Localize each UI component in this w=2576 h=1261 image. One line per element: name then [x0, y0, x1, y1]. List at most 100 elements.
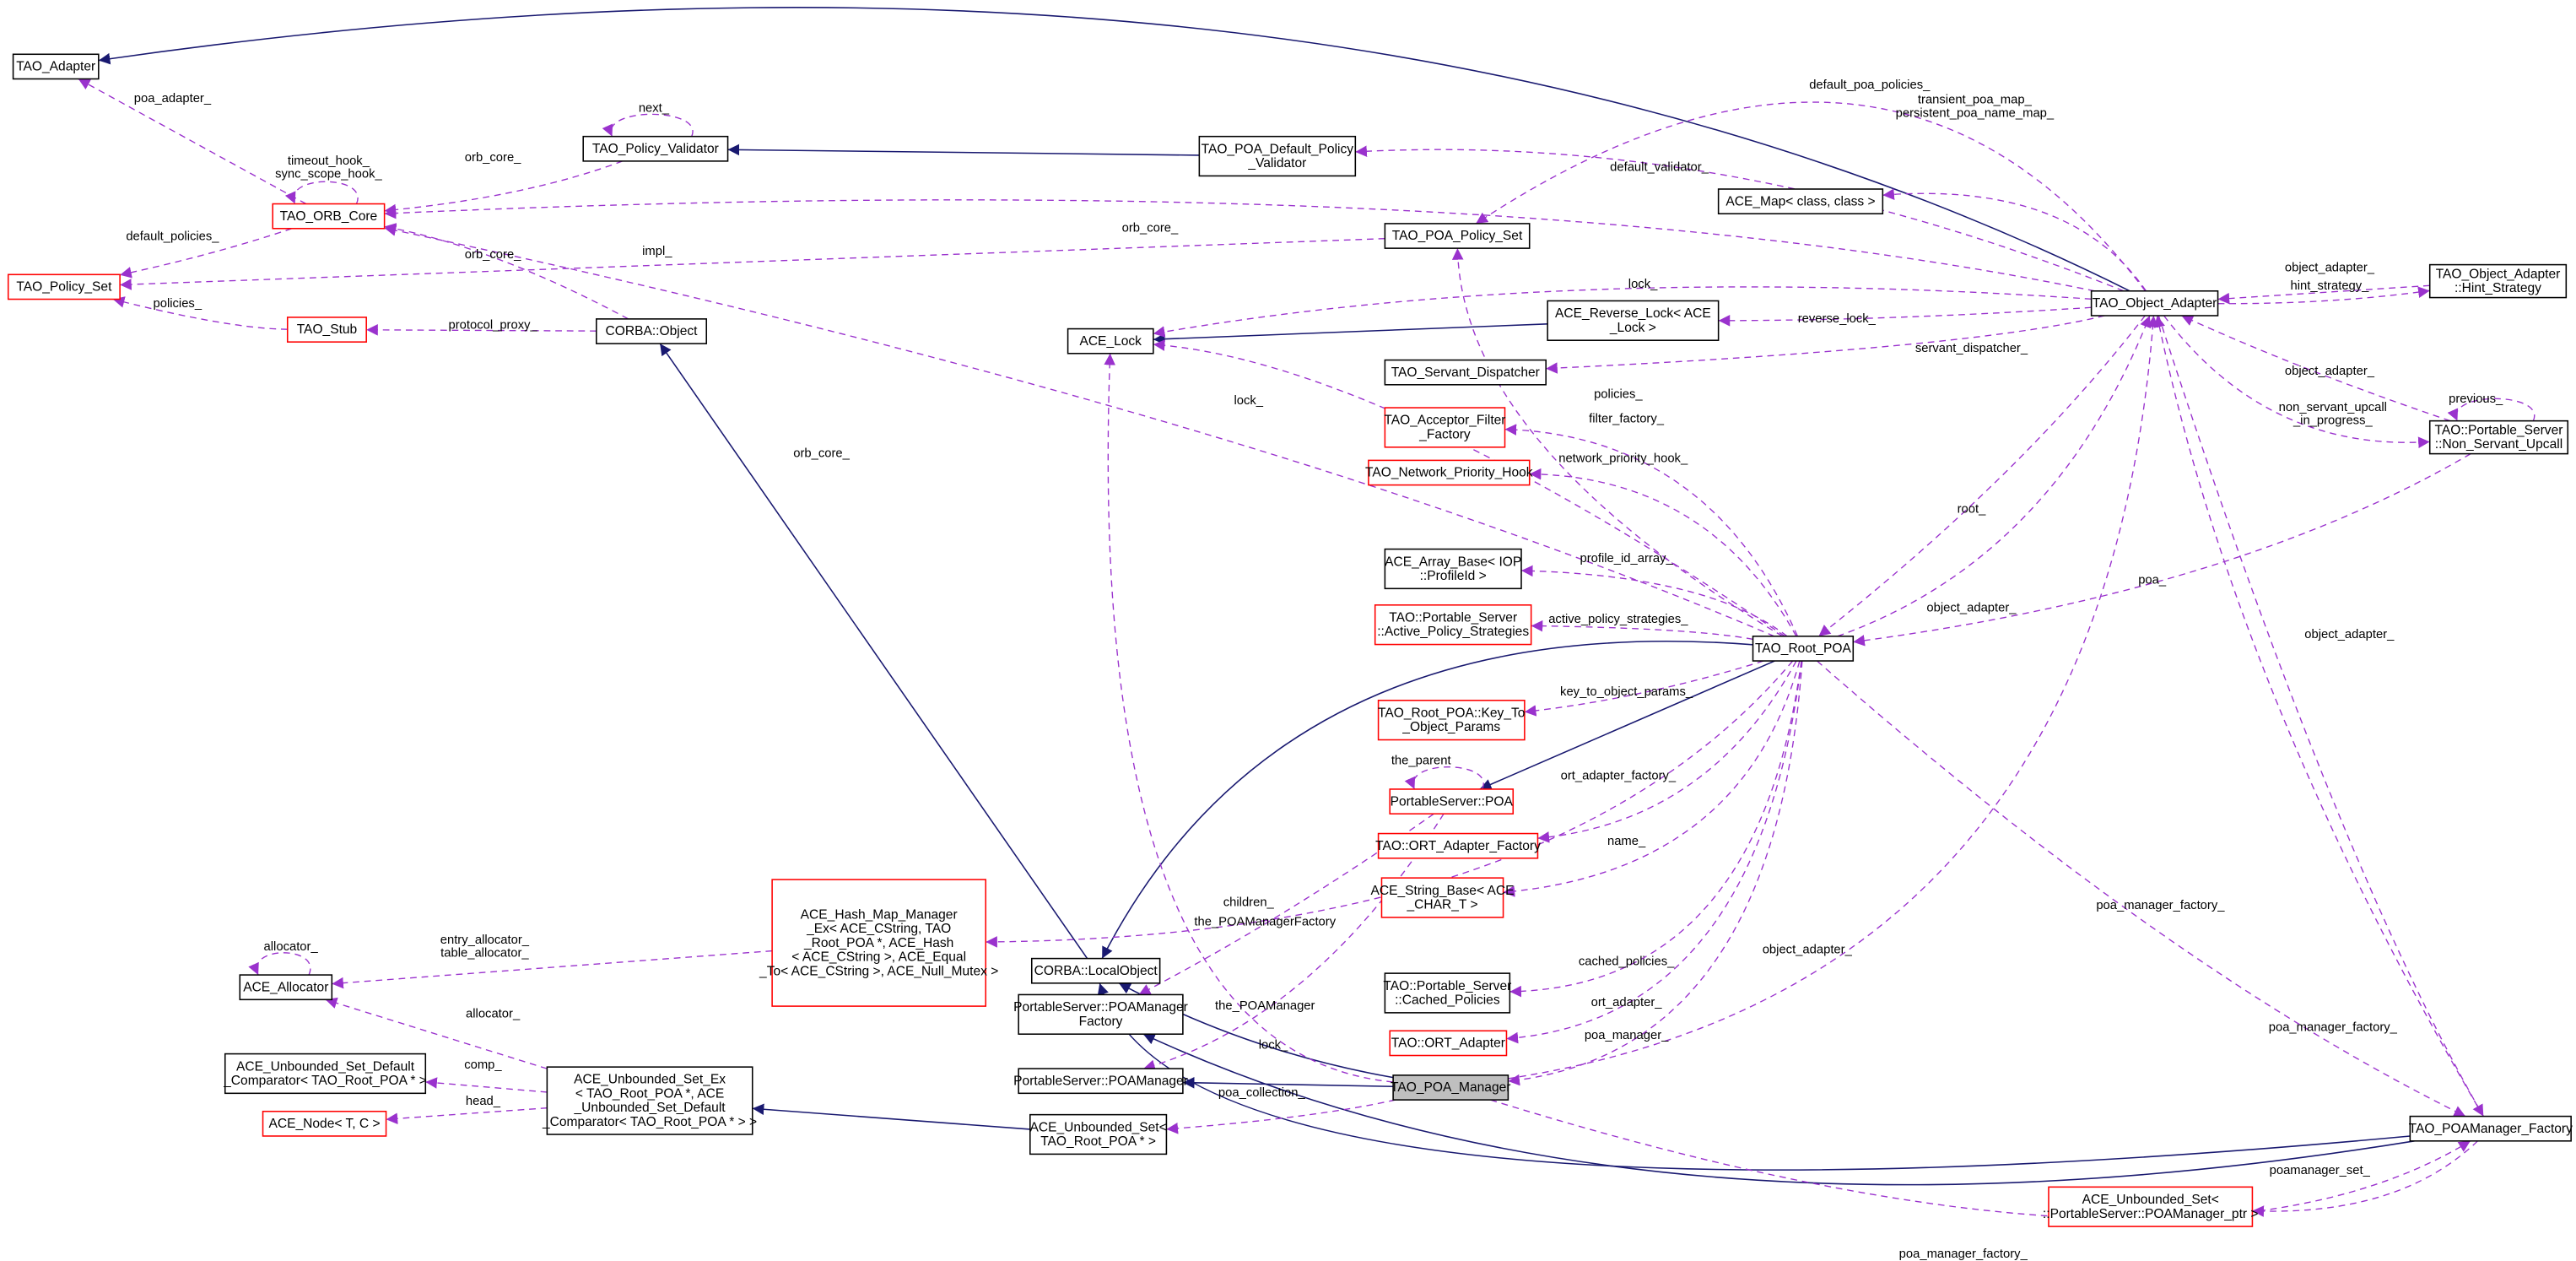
edge-label: the_POAManagerFactory — [1194, 916, 1336, 929]
node-box — [2409, 1115, 2572, 1142]
inheritance-edge — [727, 143, 1200, 156]
edge-label: object_adapter_ — [1926, 602, 2017, 615]
class-node-ps-poa[interactable]: PortableServer::POA — [1389, 788, 1515, 815]
node-box — [1030, 957, 1161, 984]
edge-label-line: table_allocator_ — [440, 947, 529, 961]
node-label: ::Cached_Policies — [1395, 993, 1500, 1008]
class-node-hash-map[interactable]: ACE_Hash_Map_Manager_Ex< ACE_CString, TA… — [759, 879, 998, 1007]
node-label: ACE_Array_Base< IOP — [1385, 555, 1521, 569]
node-box — [2428, 419, 2569, 455]
edge-label-line: orb_core_ — [465, 248, 521, 262]
node-label: ACE_Unbounded_Set< — [2082, 1193, 2219, 1207]
edge-label-line: name_ — [1607, 835, 1646, 848]
class-node-ps-poamanager[interactable]: PortableServer::POAManager — [1013, 1068, 1188, 1095]
usage-edge — [384, 223, 629, 320]
node-label: TAO_Network_Priority_Hook — [1365, 466, 1533, 480]
inheritance-edge — [1097, 982, 2411, 1171]
node-label: TAO_Object_Adapter — [2436, 267, 2561, 281]
edge-label: policies_ — [153, 297, 202, 311]
node-label: TAO_Adapter — [16, 60, 95, 74]
edge-label-line: hint_strategy_ — [2290, 279, 2369, 293]
node-label: PortableServer::POA — [1391, 794, 1514, 809]
class-node-ps-poamanager-factory[interactable]: PortableServer::POAManagerFactory — [1013, 993, 1188, 1035]
class-node-string-base[interactable]: ACE_String_Base< ACE_CHAR_T > — [1371, 877, 1515, 918]
class-node-array-base[interactable]: ACE_Array_Base< IOP::ProfileId > — [1384, 548, 1522, 590]
usage-edge — [1882, 188, 2147, 292]
node-box — [2048, 1186, 2254, 1227]
class-node-local-object[interactable]: CORBA::LocalObject — [1030, 957, 1161, 984]
class-node-non-servant-upcall[interactable]: TAO::Portable_Server::Non_Servant_Upcall — [2428, 419, 2569, 455]
inheritance-edge — [1479, 660, 1775, 790]
class-node-ace-node[interactable]: ACE_Node< T, C > — [262, 1110, 387, 1137]
edge-label: poamanager_set_ — [2270, 1164, 2371, 1177]
edge-label: profile_id_array_ — [1580, 552, 1673, 566]
usage-edge — [425, 1077, 548, 1093]
class-node-cached-policies[interactable]: TAO::Portable_Server::Cached_Policies — [1383, 972, 1511, 1014]
inheritance-edge — [752, 1103, 1030, 1130]
class-node-poa-manager[interactable]: TAO_POA_Manager — [1391, 1074, 1510, 1101]
edge-label: default_poa_policies_ — [1809, 78, 1931, 92]
class-node-corba-object[interactable]: CORBA::Object — [596, 318, 708, 344]
edge-label-line: sync_scope_hook_ — [275, 167, 382, 181]
class-node-stub[interactable]: TAO_Stub — [286, 317, 367, 343]
class-node-policy-set[interactable]: TAO_Policy_Set — [7, 273, 121, 300]
class-node-active-policy[interactable]: TAO::Portable_Server::Active_Policy_Stra… — [1374, 604, 1532, 646]
node-label: ACE_String_Base< ACE — [1371, 884, 1515, 898]
edge-label: poa_adapter_ — [134, 92, 212, 106]
edge-label-line: poa_manager_factory_ — [1899, 1247, 2028, 1261]
node-label: TAO::Portable_Server — [1389, 610, 1517, 625]
class-node-poa-policy-set[interactable]: TAO_POA_Policy_Set — [1384, 223, 1531, 249]
class-node-object-adapter[interactable]: TAO_Object_Adapter — [2090, 290, 2219, 317]
class-node-unbounded-set[interactable]: ACE_Unbounded_Set<TAO_Root_POA * > — [1029, 1113, 1168, 1155]
node-label: TAO_POA_Manager — [1391, 1080, 1510, 1095]
class-node-allocator[interactable]: ACE_Allocator — [239, 974, 333, 1001]
edge-label-line: poamanager_set_ — [2270, 1164, 2371, 1177]
class-node-reverse-lock[interactable]: ACE_Reverse_Lock< ACE_Lock > — [1547, 300, 1720, 341]
edge-label: the_POAManager — [1215, 999, 1315, 1013]
usage-edge — [1546, 315, 2105, 374]
class-node-unbounded-set-ptr[interactable]: ACE_Unbounded_Set<::PortableServer::POAM… — [2043, 1186, 2259, 1227]
class-node-default-comparator[interactable]: ACE_Unbounded_Set_Default_Comparator< TA… — [223, 1053, 427, 1095]
node-box — [1067, 327, 1154, 354]
edge-label: orb_core_ — [793, 446, 850, 460]
class-node-poamanager-factory[interactable]: TAO_POAManager_Factory — [2409, 1115, 2573, 1142]
edge-label-line: poa_ — [2138, 573, 2167, 587]
class-node-hint-strategy[interactable]: TAO_Object_Adapter::Hint_Strategy — [2428, 263, 2568, 299]
usage-edge — [2163, 315, 2430, 449]
class-node-orb-core[interactable]: TAO_ORB_Core — [272, 203, 386, 230]
node-box — [239, 974, 333, 1001]
edge-label: object_adapter_ — [2285, 261, 2375, 274]
class-node-tao-adapter[interactable]: TAO_Adapter — [12, 53, 100, 80]
node-label: TAO_Root_POA::Key_To — [1378, 706, 1525, 720]
class-node-poa-default-validator[interactable]: TAO_POA_Default_Policy_Validator — [1198, 135, 1357, 177]
class-node-acceptor-filter[interactable]: TAO_Acceptor_Filter_Factory — [1384, 407, 1506, 448]
node-label: TAO_Stub — [297, 322, 358, 337]
edge-label-line: poa_manager_factory_ — [2269, 1020, 2398, 1034]
usage-edge — [1817, 660, 2466, 1118]
edge-label: poa_ — [2138, 573, 2167, 587]
class-node-ort-adapter-factory[interactable]: TAO::ORT_Adapter_Factory — [1375, 832, 1541, 859]
class-node-ace-map[interactable]: ACE_Map< class, class > — [1717, 188, 1884, 214]
class-node-policy-validator[interactable]: TAO_Policy_Validator — [582, 135, 729, 162]
node-box — [286, 317, 367, 343]
edge-label-line: profile_id_array_ — [1580, 552, 1673, 566]
class-node-ort-adapter[interactable]: TAO::ORT_Adapter — [1389, 1030, 1508, 1057]
usage-edge — [120, 237, 1385, 290]
edge-label-line: cached_policies_ — [1579, 955, 1675, 968]
node-box — [262, 1110, 387, 1137]
node-label: _Validator — [1247, 156, 1306, 170]
edge-label-line: the_parent — [1391, 755, 1451, 768]
node-box — [2428, 263, 2568, 299]
class-node-key-to-object[interactable]: TAO_Root_POA::Key_To_Object_Params — [1377, 700, 1526, 741]
node-label: TAO::ORT_Adapter_Factory — [1375, 839, 1541, 853]
edge-label-line: default_policies_ — [126, 230, 219, 243]
edge-label: orb_core_ — [465, 248, 521, 262]
class-node-unbounded-set-ex[interactable]: ACE_Unbounded_Set_Ex< TAO_Root_POA *, AC… — [542, 1066, 757, 1135]
class-node-servant-dispatcher[interactable]: TAO_Servant_Dispatcher — [1384, 359, 1547, 386]
edge-label: key_to_object_params_ — [1560, 685, 1693, 699]
class-node-root-poa[interactable]: TAO_Root_POA — [1752, 636, 1855, 662]
class-node-network-priority[interactable]: TAO_Network_Priority_Hook — [1365, 459, 1533, 486]
edge-label: network_priority_hook_ — [1558, 452, 1688, 465]
node-label: < ACE_CString >, ACE_Equal — [791, 950, 966, 965]
class-node-ace-lock[interactable]: ACE_Lock — [1067, 327, 1154, 354]
